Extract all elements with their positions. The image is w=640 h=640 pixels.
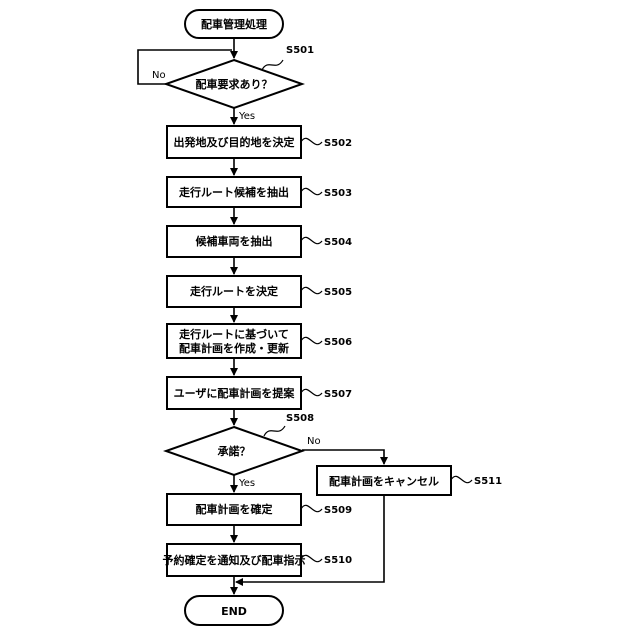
process-s503-label: 走行ルート候補を抽出	[178, 185, 289, 199]
decision-s501-yes-label: Yes	[238, 111, 255, 122]
process-s502: 出発地及び目的地を決定 S502	[167, 126, 352, 158]
decision-s508-label: 承諾？	[218, 444, 251, 458]
process-s511-label: 配車計画をキャンセル	[329, 474, 439, 488]
ref-leader-s503	[301, 188, 322, 194]
ref-leader-s508	[264, 426, 285, 436]
process-s509-label: 配車計画を確定	[196, 502, 273, 516]
ref-leader-s502	[301, 138, 322, 144]
ref-label-s503: S503	[324, 188, 352, 199]
ref-label-s510: S510	[324, 555, 352, 566]
ref-label-s506: S506	[324, 337, 352, 348]
start-label: 配車管理処理	[201, 17, 267, 31]
process-s506: 走行ルートに基づいて 配車計画を作成・更新 S506	[167, 324, 352, 358]
process-s505-label: 走行ルートを決定	[189, 284, 278, 298]
edge-s508-no-to-s511	[302, 450, 384, 464]
ref-label-s501: S501	[286, 45, 314, 56]
end-terminal: END	[185, 596, 283, 625]
ref-label-s504: S504	[324, 237, 352, 248]
decision-s508: 承諾？ S508 No Yes	[166, 413, 321, 489]
ref-leader-s509	[301, 505, 322, 511]
process-s510-label: 予約確定を通知及び配車指示	[163, 553, 306, 567]
process-s506-line1: 走行ルートに基づいて	[178, 327, 289, 341]
process-s505: 走行ルートを決定 S505	[167, 276, 352, 307]
end-label: END	[221, 605, 247, 618]
decision-s501-label: 配車要求あり？	[196, 77, 273, 91]
start-terminal: 配車管理処理	[185, 10, 283, 38]
ref-label-s507: S507	[324, 389, 352, 400]
process-s504: 候補車両を抽出 S504	[167, 226, 352, 257]
ref-leader-s511	[451, 476, 472, 482]
decision-s508-yes-label: Yes	[238, 478, 255, 489]
ref-leader-s501	[262, 60, 283, 70]
ref-label-s502: S502	[324, 138, 352, 149]
process-s510: 予約確定を通知及び配車指示 S510	[163, 544, 353, 576]
process-s507: ユーザに配車計画を提案 S507	[167, 377, 352, 409]
process-s504-label: 候補車両を抽出	[196, 234, 273, 248]
process-s511: 配車計画をキャンセル S511	[317, 466, 502, 495]
process-s509: 配車計画を確定 S509	[167, 494, 352, 525]
ref-label-s509: S509	[324, 505, 352, 516]
process-s502-label: 出発地及び目的地を決定	[174, 135, 295, 149]
ref-leader-s507	[301, 389, 322, 395]
process-s506-line2: 配車計画を作成・更新	[179, 341, 289, 355]
decision-s501: 配車要求あり？ S501 No Yes	[152, 45, 314, 122]
ref-leader-s505	[301, 287, 322, 293]
ref-label-s508: S508	[286, 413, 314, 424]
ref-leader-s506	[301, 337, 322, 343]
process-s503: 走行ルート候補を抽出 S503	[167, 177, 352, 207]
ref-leader-s504	[301, 237, 322, 243]
decision-s508-no-label: No	[307, 436, 321, 447]
ref-label-s511: S511	[474, 476, 502, 487]
decision-s501-no-label: No	[152, 70, 166, 81]
process-s507-label: ユーザに配車計画を提案	[174, 386, 296, 400]
ref-label-s505: S505	[324, 287, 352, 298]
